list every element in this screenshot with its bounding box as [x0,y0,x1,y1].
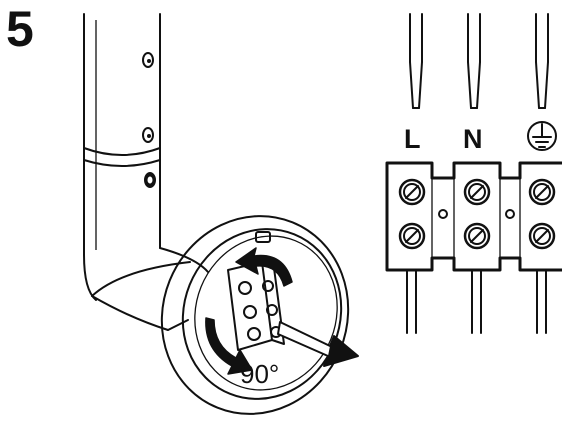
fixture-pole [83,13,161,256]
terminal-screw-neutral-bottom [463,222,491,250]
terminal-screw-neutral-top [463,178,491,206]
rotation-arrow-bottom-icon [205,317,253,375]
rotation-arrow-top-icon [235,247,293,287]
terminal-screw-live-top [398,178,426,206]
wire-live-top [409,13,423,109]
terminal-label-neutral: N [463,124,483,154]
pull-direction-arrow-icon [277,321,359,367]
rotation-angle-label: 90° [240,359,279,389]
terminal-block [385,161,562,272]
fixture-base [83,247,209,331]
terminal-screw-earth-top [528,178,556,206]
wire-neutral-bottom [471,269,482,334]
terminal-screw-earth-bottom [528,222,556,250]
wire-neutral-top [467,13,481,109]
terminal-screw-live-bottom [398,222,426,250]
pole-screw-2 [142,127,154,143]
wire-earth-bottom [536,269,547,334]
terminal-label-live: L [404,124,421,154]
pole-screw-3 [144,172,156,188]
wire-earth-top [535,13,549,109]
wire-live-bottom [406,269,417,334]
pole-screw-1 [142,52,154,68]
step-number: 5 [6,1,34,57]
earth-ground-icon [527,121,557,151]
plate-connector [227,261,285,351]
